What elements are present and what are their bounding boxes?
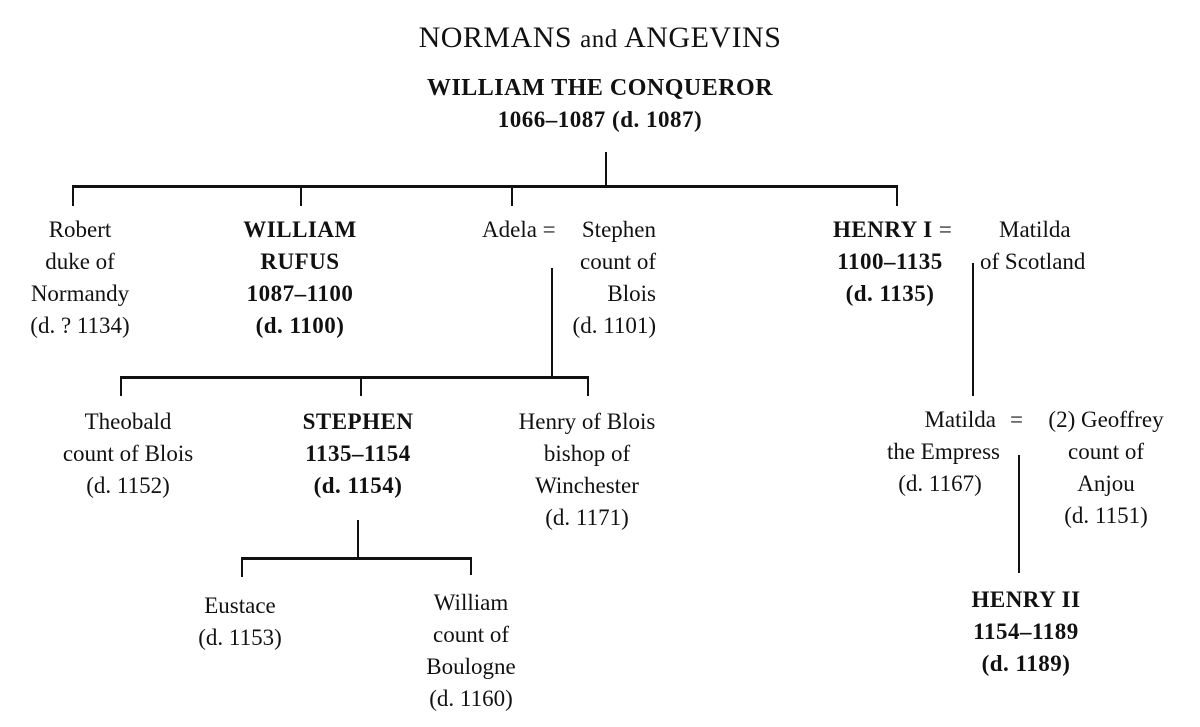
page-title: NORMANS and ANGEVINS bbox=[419, 18, 782, 60]
line: (d. 1100) bbox=[255, 313, 345, 338]
line: Winchester bbox=[535, 473, 639, 498]
line: (d. 1151) bbox=[1064, 503, 1148, 528]
node-henry-i-dates: 1100–1135 (d. 1135) bbox=[837, 246, 942, 310]
line: HENRY II bbox=[971, 587, 1081, 612]
line: Eustace bbox=[204, 593, 276, 618]
line: William bbox=[433, 590, 509, 615]
node-adela: Adela = bbox=[482, 214, 556, 246]
connector-line bbox=[470, 557, 472, 575]
line: (d. 1160) bbox=[429, 686, 513, 711]
line: count of bbox=[1067, 439, 1145, 464]
node-matilda-of-scotland: Matilda of Scotland bbox=[980, 214, 1085, 278]
line: Normandy bbox=[30, 281, 130, 306]
line: Blois bbox=[607, 281, 656, 306]
marriage-sign: = bbox=[938, 217, 953, 242]
node-william-count-of-boulogne: William count of Boulogne (d. 1160) bbox=[426, 587, 515, 715]
node-stephen: STEPHEN 1135–1154 (d. 1154) bbox=[303, 406, 414, 502]
node-robert-duke-of-normandy: Robert duke of Normandy (d. ? 1134) bbox=[30, 214, 129, 342]
node-name: WILLIAM THE CONQUEROR bbox=[426, 75, 774, 101]
connector-line bbox=[896, 185, 898, 206]
line: Anjou bbox=[1077, 471, 1135, 496]
line: (d. 1153) bbox=[198, 625, 282, 650]
node-reign: 1066–1087 (d. 1087) bbox=[497, 107, 703, 132]
connector-line bbox=[120, 376, 589, 379]
line: 1154–1189 bbox=[973, 619, 1079, 644]
line: RUFUS bbox=[260, 249, 340, 274]
line: 1100–1135 bbox=[837, 249, 943, 274]
title-angevins: ANGEVINS bbox=[624, 21, 782, 54]
connector-line bbox=[1018, 455, 1020, 573]
line: of Scotland bbox=[980, 249, 1086, 274]
connector-line bbox=[72, 185, 74, 206]
connector-line bbox=[357, 520, 359, 558]
line: WILLIAM bbox=[243, 217, 357, 242]
line: HENRY I bbox=[833, 217, 933, 242]
node-henry-of-blois: Henry of Blois bishop of Winchester (d. … bbox=[519, 406, 656, 534]
connector-line bbox=[360, 376, 362, 396]
line: 1087–1100 bbox=[246, 281, 354, 306]
line: (d. 1101) bbox=[572, 313, 656, 338]
line: (d. ? 1134) bbox=[30, 313, 130, 338]
node-matilda-the-empress: Matilda the Empress (d. 1167) bbox=[860, 404, 1000, 500]
line: count of bbox=[579, 249, 656, 274]
line: Matilda bbox=[999, 217, 1071, 242]
node-stephen-count-of-blois: Stephen count of Blois (d. 1101) bbox=[560, 214, 656, 342]
line: Boulogne bbox=[426, 654, 516, 679]
line: bishop of bbox=[543, 441, 631, 466]
node-william-rufus: WILLIAM RUFUS 1087–1100 (d. 1100) bbox=[243, 214, 356, 342]
connector-line bbox=[120, 376, 122, 396]
connector-line bbox=[300, 185, 302, 206]
title-normans: NORMANS bbox=[418, 21, 573, 54]
connector-line bbox=[241, 557, 472, 560]
line: Robert bbox=[48, 217, 112, 242]
adela-name: Adela bbox=[482, 217, 537, 242]
connector-line bbox=[72, 185, 898, 188]
connector-line bbox=[241, 557, 243, 577]
line: (d. 1167) bbox=[898, 471, 982, 496]
connector-line bbox=[511, 185, 513, 206]
line: the Empress bbox=[886, 439, 1000, 464]
node-william-the-conqueror: WILLIAM THE CONQUEROR 1066–1087 (d. 1087… bbox=[427, 72, 773, 136]
node-eustace: Eustace (d. 1153) bbox=[198, 590, 281, 654]
line: 1135–1154 bbox=[305, 441, 411, 466]
line: STEPHEN bbox=[302, 409, 414, 434]
connector-line bbox=[551, 268, 553, 378]
line: (2) Geoffrey bbox=[1048, 407, 1164, 432]
marriage-sign: = bbox=[542, 217, 556, 242]
connector-line bbox=[587, 376, 589, 396]
line: Stephen bbox=[581, 217, 656, 242]
line: Matilda bbox=[924, 407, 996, 432]
line: Theobald bbox=[84, 409, 172, 434]
line: (d. 1154) bbox=[313, 473, 403, 498]
marriage-sign: = bbox=[1010, 407, 1023, 432]
title-and: and bbox=[580, 26, 618, 53]
connector-line bbox=[972, 263, 974, 396]
node-geoffrey-count-of-anjou: (2) Geoffrey count of Anjou (d. 1151) bbox=[1048, 404, 1163, 532]
node-henry-ii: HENRY II 1154–1189 (d. 1189) bbox=[971, 584, 1080, 680]
line: count of Blois bbox=[62, 441, 194, 466]
line: count of bbox=[432, 622, 510, 647]
node-theobald: Theobald count of Blois (d. 1152) bbox=[63, 406, 193, 502]
line: Henry of Blois bbox=[518, 409, 656, 434]
connector-line bbox=[605, 152, 607, 187]
line: (d. 1171) bbox=[545, 505, 629, 530]
line: (d. 1152) bbox=[86, 473, 170, 498]
node-henry-i: HENRY I = bbox=[833, 214, 952, 246]
line: duke of bbox=[45, 249, 115, 274]
line: (d. 1189) bbox=[981, 651, 1071, 676]
line: (d. 1135) bbox=[845, 281, 935, 306]
